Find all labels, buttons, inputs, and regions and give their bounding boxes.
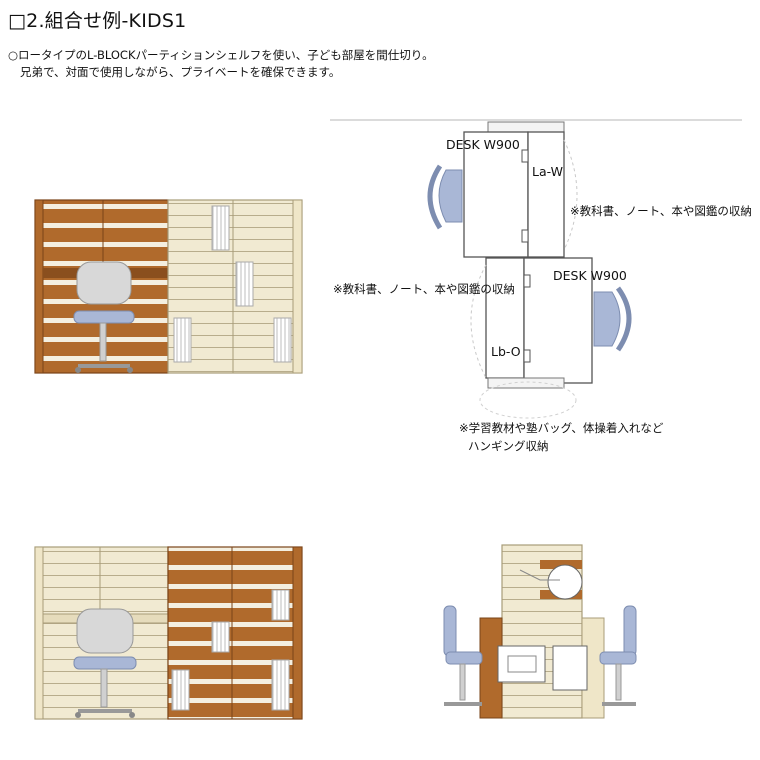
- elevation-front-bottom: [34, 546, 303, 720]
- chair-side-left: [443, 605, 483, 706]
- page-title: □2.組合せ例-KIDS1: [8, 10, 187, 32]
- dark-shelf-side: [34, 199, 44, 374]
- elevation-front-top: [34, 199, 303, 374]
- note-left: ※教科書、ノート、本や図鑑の収納: [333, 282, 515, 296]
- chair-side-right: [599, 605, 637, 706]
- note-hanging-2: ハンギング収納: [468, 439, 549, 453]
- hanging-cap: [547, 564, 583, 600]
- shelf-lb-o-plan: [485, 257, 525, 379]
- shelf-label-bottom: Lb-O: [491, 344, 521, 359]
- chair-plan-top: [438, 169, 463, 223]
- note-hanging-1: ※学習教材や塾バッグ、体操着入れなど: [459, 421, 664, 435]
- desk-label-bottom: DESK W900: [553, 268, 627, 283]
- books: [173, 317, 192, 363]
- desk-top-plan: [463, 131, 529, 258]
- note-right: ※教科書、ノート、本や図鑑の収納: [570, 204, 752, 218]
- books: [211, 621, 230, 653]
- shelf-bottom-strip: [487, 377, 565, 389]
- shelf-label-top: La-W: [532, 164, 563, 179]
- intro-line-1: ○ロータイプのL-BLOCKパーティションシェルフを使い、子ども部屋を間仕切り。: [8, 48, 434, 62]
- plan-view: [330, 119, 742, 419]
- desk-bottom-plan: [523, 257, 593, 384]
- intro-text: ○ロータイプのL-BLOCKパーティションシェルフを使い、子ども部屋を間仕切り。…: [8, 47, 434, 81]
- chair-front: [73, 261, 135, 373]
- desk-label-top: DESK W900: [446, 137, 520, 152]
- chair-plan-bottom: [593, 291, 621, 347]
- elevation-side: [443, 544, 637, 719]
- books: [211, 205, 230, 251]
- light-shelf-side: [292, 199, 303, 374]
- intro-line-2: 兄弟で、対面で使用しながら、プライベートを確保できます。: [20, 65, 341, 79]
- books: [235, 261, 254, 307]
- shelf-la-w-plan: [527, 131, 565, 258]
- books: [273, 317, 292, 363]
- books: [271, 659, 290, 711]
- books: [171, 669, 190, 711]
- chair-front: [73, 608, 137, 718]
- shelf-top-strip: [487, 121, 565, 133]
- books: [271, 589, 290, 621]
- hanging-bag: [552, 645, 588, 691]
